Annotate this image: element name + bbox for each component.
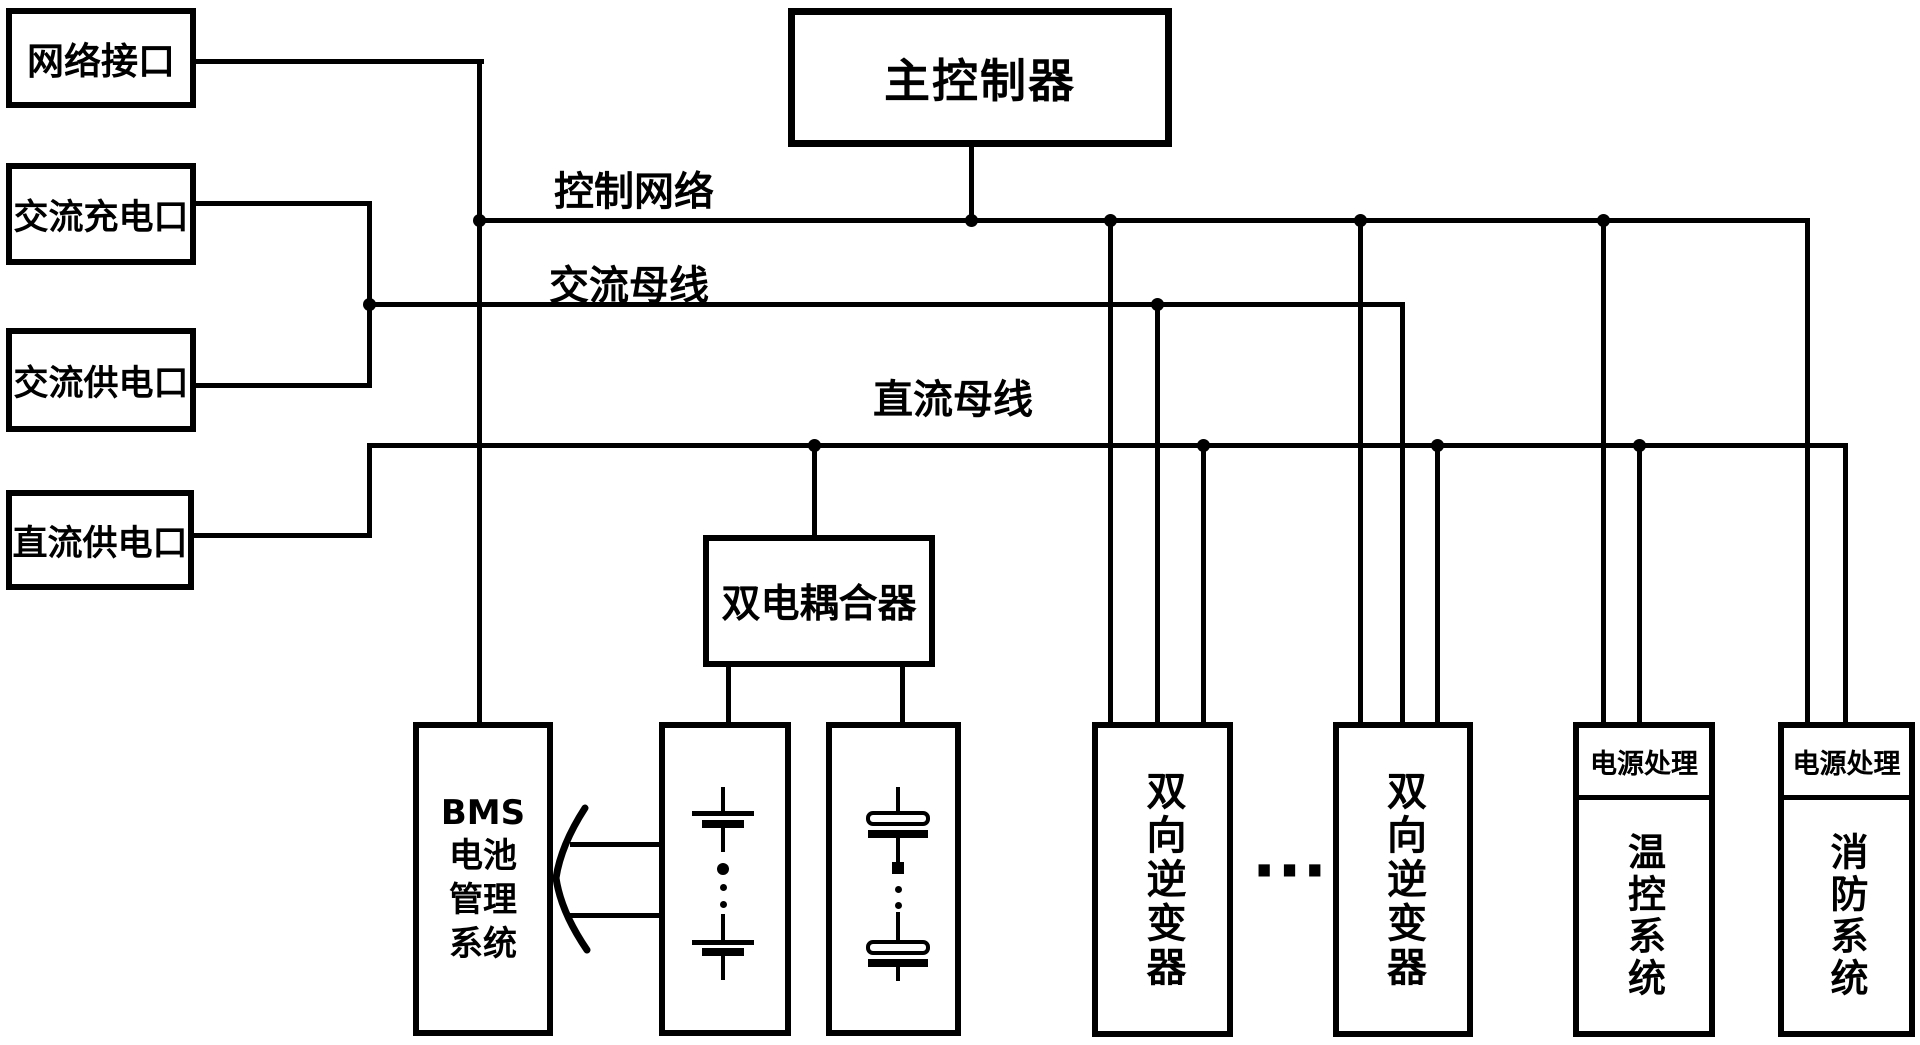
junction-dot [1633, 439, 1646, 452]
arrow-left-icon [552, 804, 591, 954]
battery-stem [721, 956, 725, 980]
battery-pack-left-box [659, 722, 791, 1036]
capacitor-plate-solid [868, 959, 928, 967]
capacitor-plate-outline [866, 811, 930, 826]
inverter-right-label: 双向逆变器 [1380, 769, 1426, 990]
main-controller-box: 主控制器 [788, 8, 1172, 147]
connector-line [1435, 445, 1440, 722]
battery-stem [896, 787, 900, 812]
capacitor-plate-solid [868, 830, 928, 838]
thermal-power-header-label: 电源处理 [1590, 749, 1698, 780]
battery-stem [896, 912, 900, 940]
network-port-label: 网络接口 [27, 40, 175, 83]
connector-line [196, 383, 372, 388]
connector-line [367, 201, 372, 388]
dc-supply-port-label: 直流供电口 [12, 523, 188, 564]
ac-supply-port-label: 交流供电口 [13, 363, 189, 404]
control-network-bus-line [477, 218, 1810, 223]
battery-dot [895, 902, 902, 909]
bms-box: BMS 电池 管理 系统 [413, 722, 553, 1036]
connector-line [194, 533, 372, 538]
ac-bus-label: 交流母线 [549, 263, 709, 309]
connector-line [570, 913, 660, 918]
battery-stem [721, 914, 725, 940]
network-port-box: 网络接口 [6, 8, 196, 108]
battery-stem [896, 967, 900, 981]
fire-power-header-label: 电源处理 [1792, 749, 1901, 780]
dc-bus-label: 直流母线 [873, 377, 1033, 423]
battery-dot [720, 901, 727, 908]
connector-line [1601, 220, 1606, 722]
junction-dot [1197, 439, 1210, 452]
connector-line [367, 443, 372, 538]
ac-bus-line [367, 302, 1405, 307]
inverter-left-label: 双向逆变器 [1139, 769, 1186, 990]
connector-line [1108, 220, 1113, 722]
ac-charge-port-box: 交流充电口 [6, 163, 196, 265]
dc-supply-port-box: 直流供电口 [6, 490, 194, 590]
battery-square-dot [892, 862, 904, 874]
connector-line [570, 842, 660, 847]
junction-dot [363, 298, 376, 311]
thermal-power-header: 电源处理 [1579, 728, 1709, 800]
connector-line [1358, 220, 1363, 722]
connector-line [1400, 304, 1405, 722]
battery-dot [717, 863, 729, 875]
battery-pack-right-box [826, 722, 961, 1036]
battery-short-plate [702, 820, 744, 828]
connector-line [196, 59, 484, 64]
connector-line [969, 147, 974, 222]
connector-line [1843, 443, 1848, 722]
junction-dot [1597, 214, 1610, 227]
battery-long-plate [692, 940, 754, 945]
main-controller-label: 主控制器 [884, 53, 1076, 108]
battery-long-plate [692, 811, 754, 816]
junction-dot [1431, 439, 1444, 452]
connector-line [1805, 218, 1810, 722]
connector-line [726, 665, 731, 722]
connector-line [812, 445, 817, 537]
junction-dot [473, 214, 486, 227]
connector-line [900, 665, 905, 722]
thermal-system-label: 温控系统 [1621, 831, 1666, 1000]
inverter-right-box: 双向逆变器 [1333, 722, 1473, 1037]
connector-line [477, 59, 482, 722]
battery-stem [721, 787, 725, 813]
junction-dot [808, 439, 821, 452]
ac-supply-port-box: 交流供电口 [6, 328, 196, 432]
thermal-system-box: 电源处理 温控系统 [1573, 722, 1715, 1037]
dual-coupler-box: 双电耦合器 [703, 535, 935, 667]
thermal-body: 温控系统 [1579, 800, 1709, 1031]
control-network-label: 控制网络 [554, 169, 714, 215]
fire-power-header: 电源处理 [1784, 728, 1909, 800]
bms-label: BMS 电池 管理 系统 [440, 792, 526, 964]
connector-line [1637, 445, 1642, 722]
dual-coupler-label: 双电耦合器 [721, 582, 917, 627]
fire-body: 消防系统 [1784, 800, 1909, 1031]
arrowhead-path [552, 804, 591, 954]
connector-line [1155, 304, 1160, 722]
dc-bus-line [367, 443, 1848, 448]
junction-dot [1151, 298, 1164, 311]
battery-dot [720, 884, 727, 891]
junction-dot [965, 214, 978, 227]
inverter-left-box: 双向逆变器 [1092, 722, 1233, 1037]
fire-system-label: 消防系统 [1824, 831, 1868, 1000]
junction-dot [1104, 214, 1117, 227]
battery-stem [721, 828, 725, 852]
battery-dot [895, 886, 902, 893]
capacitor-plate-outline [866, 940, 930, 955]
fire-system-box: 电源处理 消防系统 [1778, 722, 1915, 1037]
junction-dot [1354, 214, 1367, 227]
battery-short-plate [702, 948, 744, 956]
connector-line [1201, 445, 1206, 722]
connector-line [196, 201, 372, 206]
ellipsis-dots: ··· [1252, 835, 1328, 909]
battery-stem [896, 838, 900, 862]
ac-charge-port-label: 交流充电口 [13, 197, 189, 238]
